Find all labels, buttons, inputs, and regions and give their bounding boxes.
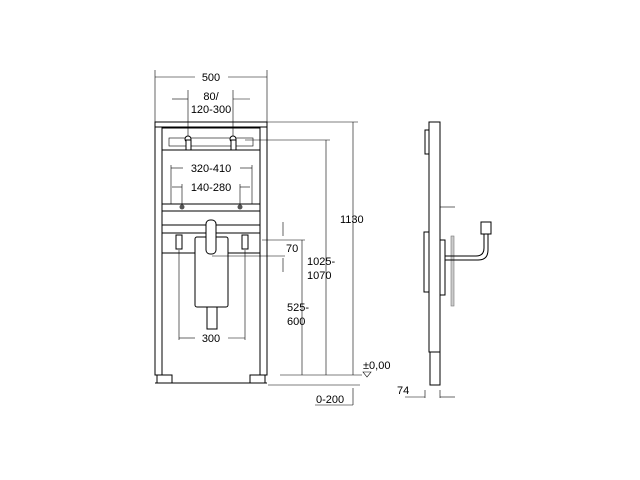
top-rail [154,121,268,128]
tap-bracket [161,127,261,151]
side-frame [428,121,441,353]
middle-rail [161,203,261,212]
siphon [205,219,217,255]
dim-tap-spacing-2: 120-300 [191,104,231,116]
dimension-lines [154,70,455,406]
dim-total-height: 1130 [340,214,364,226]
dim-bracket-outer: 320-410 [191,163,231,175]
drain-pipe [206,306,218,330]
dim-foot-adjust: 0-200 [316,394,344,406]
dim-drain-height-1: 525- [287,302,309,314]
side-drain-pipe [445,232,489,261]
dimension-labels: 500 80/ 120-300 320-410 140-280 70 300 1… [191,72,409,406]
dim-tap-spacing-1: 80/ [203,91,219,103]
side-leg [429,351,441,386]
dim-supply-spacing: 300 [202,333,220,345]
dim-floor-level: ±0,00 [363,360,390,372]
left-leg [154,121,163,376]
dim-bracket-inner: 140-280 [191,182,231,194]
dim-width: 500 [202,72,220,84]
dim-drain-offset: 70 [286,243,298,255]
front-view [154,121,268,384]
dim-drain-height-2: 600 [287,316,305,328]
dim-tap-height-1: 1025- [307,256,335,268]
left-foot [156,374,173,384]
dim-depth: 74 [397,385,409,397]
floor-level-marker [362,371,372,378]
dim-tap-height-2: 1070 [307,270,331,282]
right-leg [259,121,268,376]
side-view [423,121,492,386]
right-foot [249,374,266,384]
